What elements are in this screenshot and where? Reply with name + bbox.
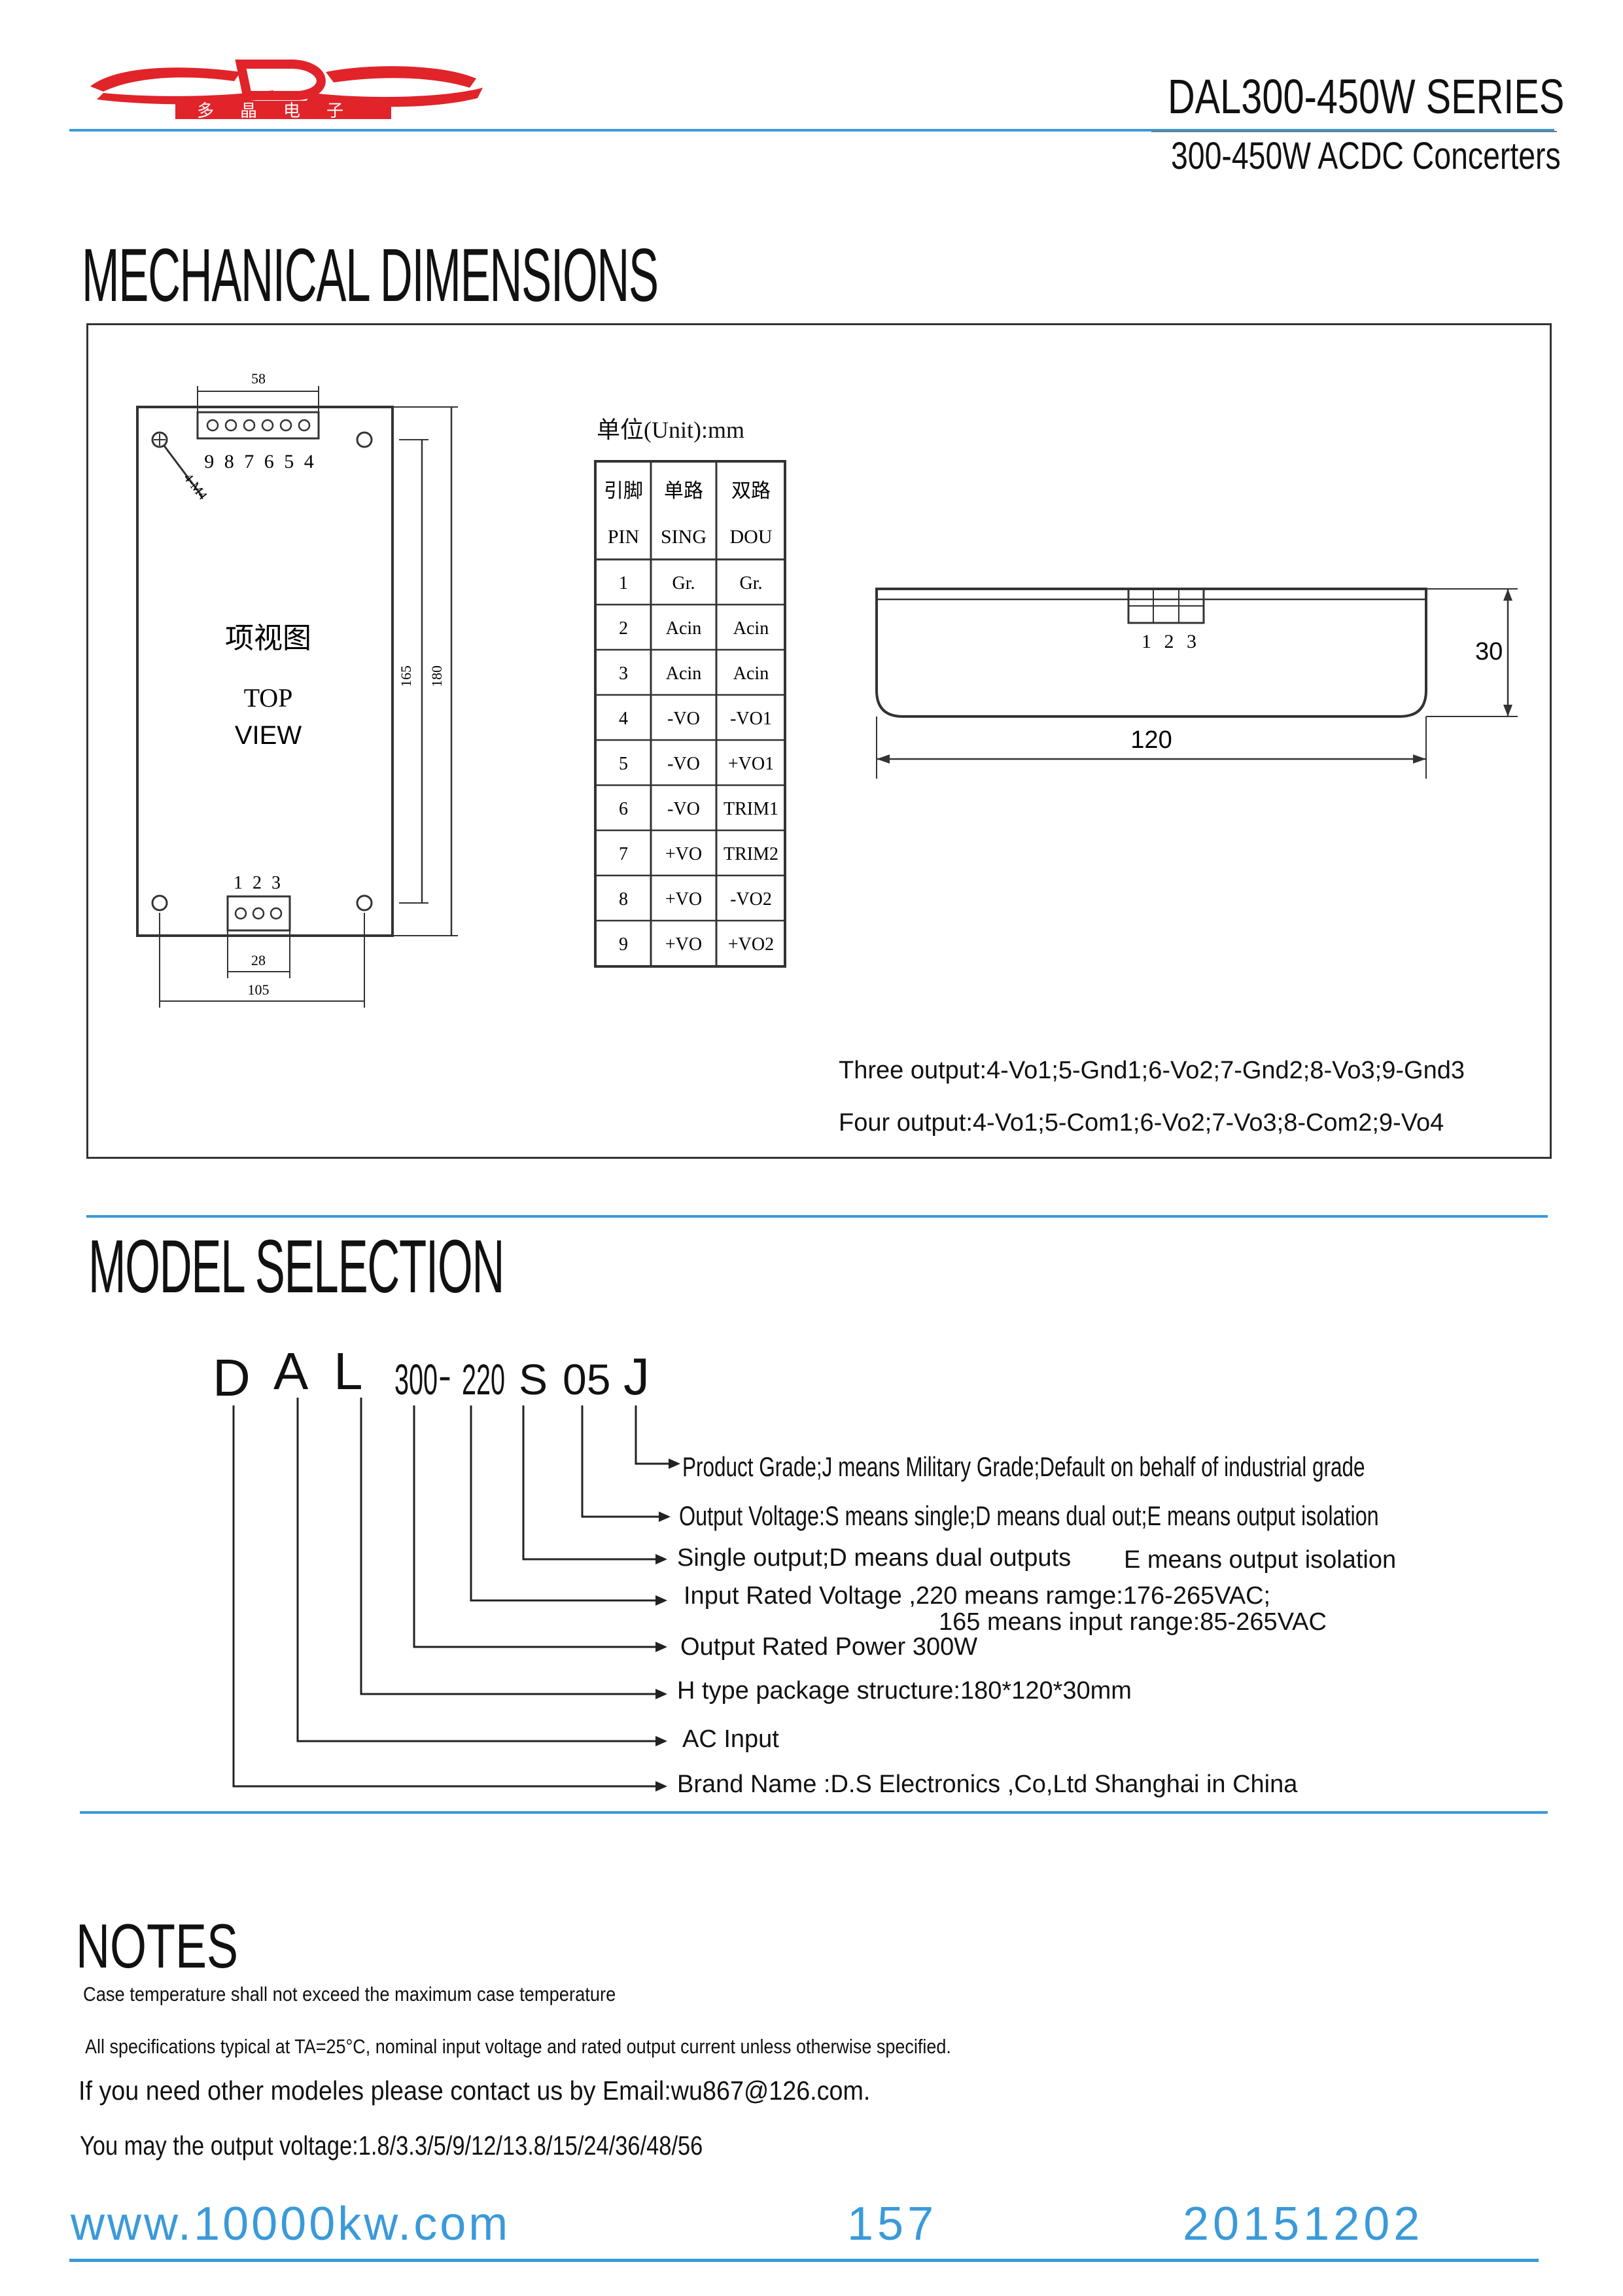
unit-label: 单位(Unit):mm [597,417,744,443]
code-d: D [213,1349,251,1407]
pin-row-8-dou: -VO2 [730,889,772,910]
notes-heading: NOTES [76,1911,239,1981]
pin-row-7-pin: 7 [619,844,628,864]
top-pins-label: 9 8 7 6 5 4 [204,451,317,472]
side-view-drawing: 1 2 3 30 120 [875,588,1518,779]
bottom-pins-label: 1 2 3 [234,873,283,893]
pin-row-6-sing: -VO [667,799,700,819]
note-contact: If you need other modeles please contact… [79,2075,871,2106]
dim-180: 180 [428,665,445,687]
company-logo: 多晶电子 [77,52,489,124]
pin-row-9-pin: 9 [619,934,628,955]
pin-table-head-sing: SING [661,526,707,548]
logo-text: 多晶电子 [197,101,370,120]
explanation-input-range: 165 means input range:85-265VAC [939,1608,1327,1636]
code-power: 300 [394,1355,438,1404]
series-title: DAL300-450W SERIES [1168,69,1565,124]
dim-30: 30 [1475,638,1503,665]
code-a: A [273,1342,309,1400]
pin-row-5-sing: -VO [667,754,700,774]
top-view-drawing: 58 9 8 7 6 5 4 4-M4 项视图 TOP VIEW 165 180… [136,370,458,1008]
mechanical-frame [86,323,1552,1159]
pin-row-6-pin: 6 [619,799,628,819]
explanation-brand: Brand Name :D.S Electronics ,Co,Ltd Shan… [677,1771,1298,1798]
dim-28: 28 [251,952,266,968]
explanation-power: Output Rated Power 300W [680,1633,978,1661]
pin-row-4-dou: -VO1 [730,709,772,729]
pin-row-7-dou: TRIM2 [724,844,778,864]
pin-row-2-dou: Acin [733,618,769,639]
pin-table-head-pin: PIN [608,526,639,548]
dim-120: 120 [1130,726,1172,754]
code-l: L [334,1342,363,1400]
pin-row-4-pin: 4 [619,709,628,729]
pin-row-1-pin: 1 [619,573,628,593]
section-rule-2 [80,1811,1548,1814]
pin-row-2-pin: 2 [619,618,628,639]
header-rule-right [1151,131,1557,132]
pin-row-5-pin: 5 [619,754,628,774]
pin-row-1-sing: Gr. [672,573,695,593]
pin-row-2-sing: Acin [666,618,701,639]
pin-row-7-sing: +VO [665,844,702,864]
top-view-cn: 项视图 [225,622,311,654]
header-rule [69,129,1554,132]
footer-website[interactable]: www.10000kw.com [71,2198,511,2250]
model-heading: MODEL SELECTION [88,1225,504,1309]
explanation-package: H type package structure:180*120*30mm [677,1677,1132,1704]
side-pins-label: 1 2 3 [1142,631,1200,652]
explanation-isolation: E means output isolation [1124,1546,1397,1574]
pin-row-6-dou: TRIM1 [724,799,778,819]
pin-row-1-dou: Gr. [740,573,763,593]
note-specifications: All specifications typical at TA=25°C, n… [85,2035,951,2058]
dim-105: 105 [248,981,270,998]
pin-table-head-cn-pin: 引脚 [604,480,643,502]
code-voltage: 220 [462,1355,506,1404]
pin-row-4-sing: -VO [667,709,700,729]
top-view-view: VIEW [235,721,302,750]
mechanical-heading: MECHANICAL DIMENSIONS [82,234,659,317]
explanation-single-output: Single output;D means dual outputs [677,1544,1072,1572]
section-rule-1 [86,1215,1548,1218]
footer-rule [69,2259,1539,2262]
explanation-ac-input: AC Input [682,1725,779,1753]
three-output-note: Three output:4-Vo1;5-Gnd1;6-Vo2;7-Gnd2;8… [839,1057,1465,1084]
pin-table-head-cn-dou: 双路 [731,480,771,502]
explanation-input-voltage: Input Rated Voltage ,220 means ramge:176… [684,1582,1271,1610]
note-case-temperature: Case temperature shall not exceed the ma… [83,1983,616,2005]
explanation-grade: Product Grade;J means Military Grade;Def… [682,1451,1365,1482]
code-out: 05 [563,1355,611,1404]
code-s: S [519,1355,548,1404]
code-dash: - [438,1354,451,1398]
pin-row-3-dou: Acin [733,663,769,684]
note-output-voltage: You may the output voltage:1.8/3.3/5/9/1… [80,2130,703,2161]
footer-date: 20151202 [1183,2198,1424,2250]
pin-row-9-sing: +VO [665,934,702,955]
pin-table: 引脚 单路 双路 PIN SING DOU 1 Gr. Gr. 2 Acin A… [594,460,786,968]
code-j: J [623,1347,650,1405]
pin-table-head-cn-sing: 单路 [664,480,703,502]
pin-row-5-dou: +VO1 [728,754,774,774]
pin-row-3-pin: 3 [619,663,628,684]
pin-row-8-pin: 8 [619,889,628,910]
dim-58: 58 [251,370,266,387]
four-output-note: Four output:4-Vo1;5-Com1;6-Vo2;7-Vo3;8-C… [839,1109,1444,1137]
footer-page-number: 157 [847,2198,938,2250]
pin-row-9-dou: +VO2 [728,934,774,955]
dim-165: 165 [398,665,414,687]
pin-row-8-sing: +VO [665,889,702,910]
explanation-output-voltage: Output Voltage:S means single;D means du… [679,1500,1379,1531]
top-view-top: TOP [244,683,293,713]
series-subtitle: 300-450W ACDC Concerters [1171,135,1561,177]
pin-row-3-sing: Acin [666,663,701,684]
pin-table-head-dou: DOU [730,526,773,548]
